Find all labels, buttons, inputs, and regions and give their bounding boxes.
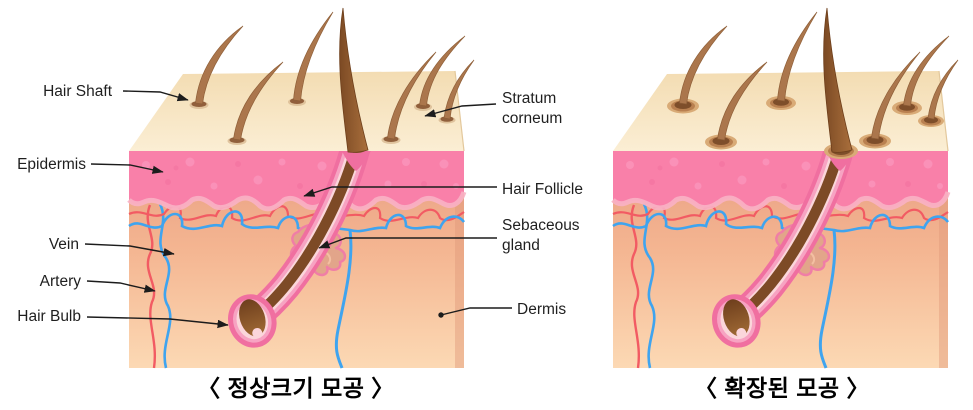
right-panel-caption: 〈 확장된 모공 〉 [694, 375, 870, 401]
label-stratum-corneum: Stratum corneum [502, 90, 563, 127]
dermis-leader-dot [438, 312, 444, 318]
hair-bulb-leader [86, 316, 229, 329]
sebaceous-gland-leader [318, 237, 497, 249]
dermis-leader [440, 307, 512, 316]
epidermis-leader [90, 163, 164, 174]
vein-leader [84, 243, 175, 257]
hair-shaft-leader [122, 90, 189, 102]
label-dermis: Dermis [517, 301, 567, 318]
label-hair-bulb: Hair Bulb [17, 308, 81, 325]
label-vein: Vein [48, 236, 79, 253]
artery-leader [86, 280, 156, 293]
label-hair-follicle: Hair Follicle [502, 181, 583, 198]
label-artery: Artery [39, 273, 81, 290]
right-skin-illustration [613, 7, 958, 368]
leader-lines [84, 90, 512, 329]
left-skin-illustration [129, 7, 474, 368]
label-epidermis: Epidermis [17, 156, 86, 173]
left-panel-caption: 〈 정상크기 모공 〉 [197, 375, 395, 401]
label-hair-shaft: Hair Shaft [43, 83, 112, 100]
label-sebaceous-gland: Sebaceous gland [502, 217, 580, 254]
hair-follicle-leader [303, 186, 497, 197]
stratum-corneum-leader [424, 103, 497, 118]
